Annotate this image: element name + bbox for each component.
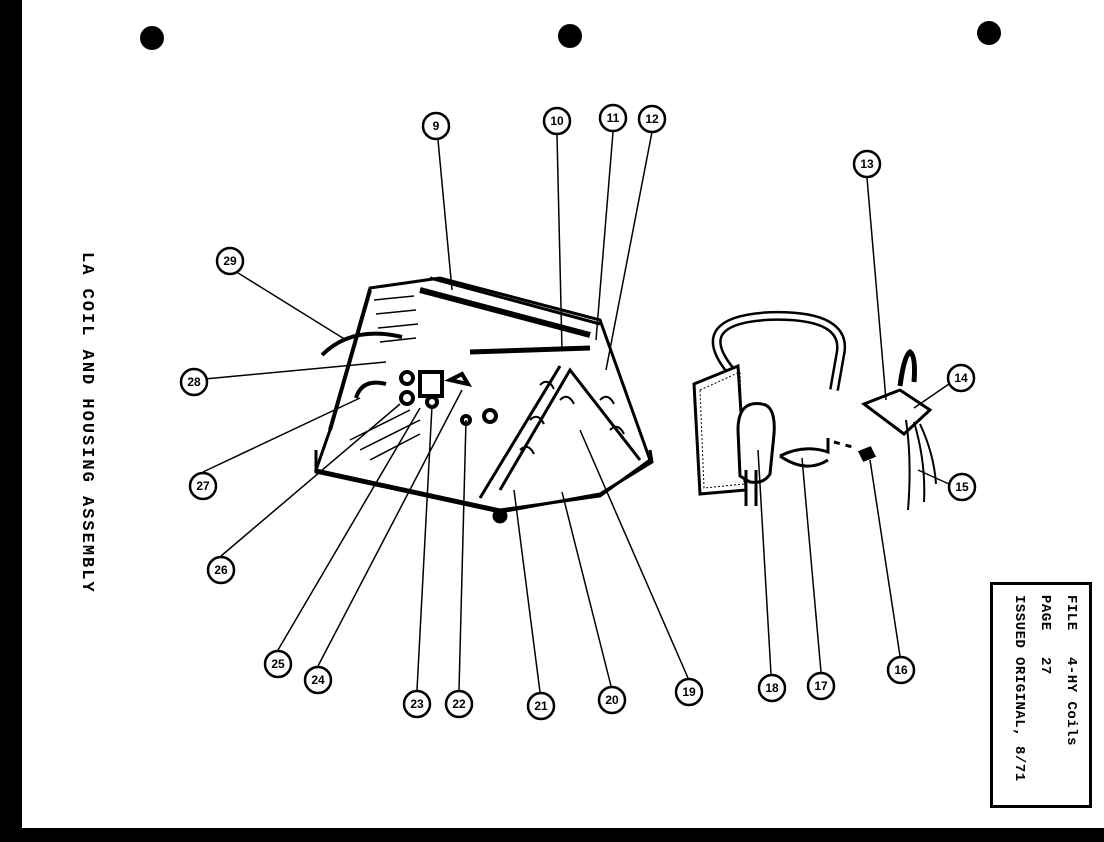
svg-text:9: 9 bbox=[433, 119, 440, 133]
title-block: FILE 4-HY Coils PAGE 27 ISSUED ORIGINAL, 8/… bbox=[990, 582, 1092, 808]
svg-text:14: 14 bbox=[954, 371, 968, 385]
svg-text:21: 21 bbox=[534, 699, 548, 713]
callout-11: 11 bbox=[598, 103, 628, 133]
binder-hole bbox=[977, 21, 1001, 45]
svg-text:22: 22 bbox=[452, 697, 466, 711]
svg-text:19: 19 bbox=[682, 685, 696, 699]
page-value: 27 bbox=[1037, 657, 1053, 675]
svg-text:10: 10 bbox=[550, 114, 564, 128]
callout-26: 26 bbox=[206, 555, 236, 585]
callout-17: 17 bbox=[806, 671, 836, 701]
svg-text:27: 27 bbox=[196, 479, 210, 493]
svg-text:25: 25 bbox=[271, 657, 285, 671]
svg-text:23: 23 bbox=[410, 697, 424, 711]
issued-label: ISSUED bbox=[1011, 595, 1027, 649]
callout-21: 21 bbox=[526, 691, 556, 721]
diagram-title: LA COIL AND HOUSING ASSEMBLY bbox=[77, 252, 96, 594]
svg-text:15: 15 bbox=[955, 480, 969, 494]
leader-lines bbox=[193, 131, 950, 693]
svg-text:20: 20 bbox=[605, 693, 619, 707]
callout-10: 10 bbox=[542, 106, 572, 136]
svg-text:12: 12 bbox=[645, 112, 659, 126]
title-block-file-row: FILE 4-HY Coils bbox=[1063, 595, 1079, 746]
callout-14: 14 bbox=[946, 363, 976, 393]
callout-29: 29 bbox=[215, 246, 245, 276]
callout-9: 9 bbox=[421, 111, 451, 141]
callout-20: 20 bbox=[597, 685, 627, 715]
callout-24: 24 bbox=[303, 665, 333, 695]
svg-text:17: 17 bbox=[814, 679, 828, 693]
callout-27: 27 bbox=[188, 471, 218, 501]
title-block-content: FILE 4-HY Coils PAGE 27 ISSUED ORIGINAL, 8/… bbox=[993, 585, 1089, 805]
svg-text:18: 18 bbox=[765, 681, 779, 695]
callout-28: 28 bbox=[179, 367, 209, 397]
callout-25: 25 bbox=[263, 649, 293, 679]
file-value: 4-HY Coils bbox=[1063, 657, 1079, 747]
drain-assembly bbox=[692, 310, 877, 506]
svg-text:11: 11 bbox=[607, 111, 620, 125]
svg-text:29: 29 bbox=[223, 254, 237, 268]
coil-housing bbox=[314, 276, 654, 524]
callout-13: 13 bbox=[852, 149, 882, 179]
svg-text:16: 16 bbox=[894, 663, 908, 677]
svg-text:26: 26 bbox=[214, 563, 228, 577]
callout-18: 18 bbox=[757, 673, 787, 703]
callout-15: 15 bbox=[947, 472, 977, 502]
title-block-page-row: PAGE 27 bbox=[1037, 595, 1053, 675]
svg-text:28: 28 bbox=[187, 375, 201, 389]
issued-value: ORIGINAL, 8/71 bbox=[1011, 657, 1027, 782]
callout-16: 16 bbox=[886, 655, 916, 685]
binder-holes bbox=[140, 21, 1001, 50]
binder-hole bbox=[558, 24, 582, 48]
callout-19: 19 bbox=[674, 677, 704, 707]
svg-text:13: 13 bbox=[860, 157, 874, 171]
page-label: PAGE bbox=[1037, 595, 1053, 631]
svg-text:24: 24 bbox=[311, 673, 325, 687]
callout-23: 23 bbox=[402, 689, 432, 719]
binder-hole bbox=[140, 26, 164, 50]
callouts: 9 10 11 12 13 14 15 16 17 18 19 20 21 22… bbox=[179, 103, 977, 721]
title-block-issued-row: ISSUED ORIGINAL, 8/71 bbox=[1011, 595, 1027, 782]
float-switch bbox=[860, 348, 937, 511]
file-label: FILE bbox=[1063, 595, 1079, 631]
callout-12: 12 bbox=[637, 104, 667, 134]
callout-22: 22 bbox=[444, 689, 474, 719]
